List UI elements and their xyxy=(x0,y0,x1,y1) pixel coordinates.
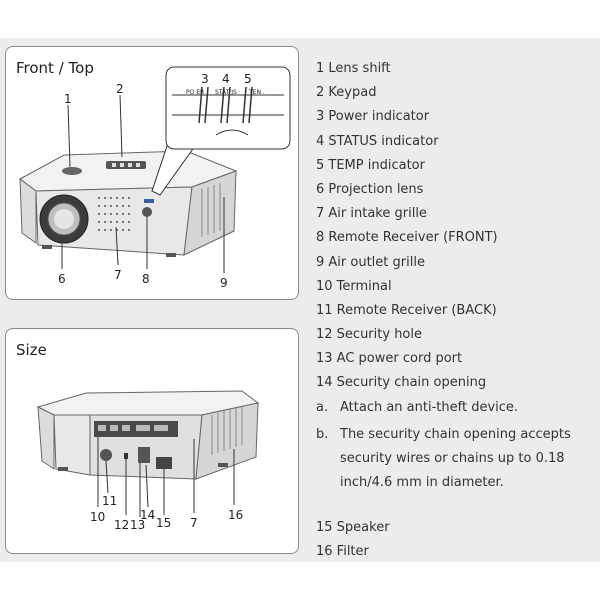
callout-14: 14 xyxy=(140,508,155,522)
callout-12: 12 xyxy=(114,518,129,532)
legend-item: 8 Remote Receiver (FRONT) xyxy=(316,230,498,246)
legend-item: 3 Power indicator xyxy=(316,109,430,125)
temp-indicator-label: TEN . xyxy=(248,89,265,96)
callout-5: 5 xyxy=(244,72,252,86)
legend-subitem-marker: b. xyxy=(316,426,329,442)
front-top-panel: Front / Top xyxy=(5,46,299,300)
legend-item: 15 Speaker xyxy=(316,519,390,535)
legend-item: 7 Air intake grille xyxy=(316,206,427,222)
legend-subitem: a. Attach an anti-theft device. xyxy=(316,399,598,423)
callout-10: 10 xyxy=(90,510,105,524)
size-panel: Size xyxy=(5,328,299,554)
legend-item: 1 Lens shift xyxy=(316,61,391,76)
legend-subitem-marker: a. xyxy=(316,399,329,415)
callout-7: 7 xyxy=(114,268,122,282)
parts-legend: 1 Lens shift 2 Keypad 3 Power indicator … xyxy=(316,60,598,567)
legend-item: 9 Air outlet grille xyxy=(316,254,425,270)
callout-1: 1 xyxy=(64,92,72,106)
front-top-title: Front / Top xyxy=(16,59,94,77)
indicator-zoom-inset: 3 4 5 PO ER STAT JS TEN . xyxy=(151,66,291,196)
callout-7-rear: 7 xyxy=(190,516,198,530)
legend-item: 12 Security hole xyxy=(316,327,422,343)
callout-15: 15 xyxy=(156,516,171,530)
callout-11: 11 xyxy=(102,494,117,508)
size-diagram: 10 11 12 13 14 15 7 16 xyxy=(36,390,260,532)
legend-subitem-text: Attach an anti-theft device. xyxy=(340,399,519,415)
legend-item: 14 Security chain opening xyxy=(316,375,487,391)
callout-2: 2 xyxy=(116,82,124,96)
legend-subitem-text: The security chain opening accepts secur… xyxy=(340,426,571,490)
legend-item: 4 STATUS indicator xyxy=(316,133,439,149)
legend-item: 16 Filter xyxy=(316,544,369,559)
callout-9: 9 xyxy=(220,276,228,290)
callout-16: 16 xyxy=(228,508,243,522)
legend-item: 6 Projection lens xyxy=(316,181,424,197)
power-indicator-label: PO ER xyxy=(186,89,204,96)
status-indicator-label: STAT JS xyxy=(215,89,237,96)
callout-13: 13 xyxy=(130,518,145,532)
legend-item: 11 Remote Receiver (BACK) xyxy=(316,302,497,318)
callout-3: 3 xyxy=(201,72,209,86)
callout-4: 4 xyxy=(222,72,230,86)
projector-rear-illustration xyxy=(36,390,260,480)
projector-front-illustration xyxy=(19,150,238,257)
legend-subitem: b. The security chain opening accepts se… xyxy=(316,423,598,519)
size-leader-lines xyxy=(97,437,235,517)
legend-item: 2 Keypad xyxy=(316,85,377,101)
front-leader-lines xyxy=(61,94,225,273)
legend-item: 13 AC power cord port xyxy=(316,351,463,367)
callout-6: 6 xyxy=(58,272,66,286)
size-title: Size xyxy=(16,341,47,359)
front-top-diagram: 3 4 5 PO ER STAT JS TEN . 1 2 6 7 8 9 xyxy=(19,66,291,290)
legend-item: 5 TEMP indicator xyxy=(316,157,425,173)
legend-item: 10 Terminal xyxy=(316,278,392,294)
callout-8: 8 xyxy=(142,272,150,286)
